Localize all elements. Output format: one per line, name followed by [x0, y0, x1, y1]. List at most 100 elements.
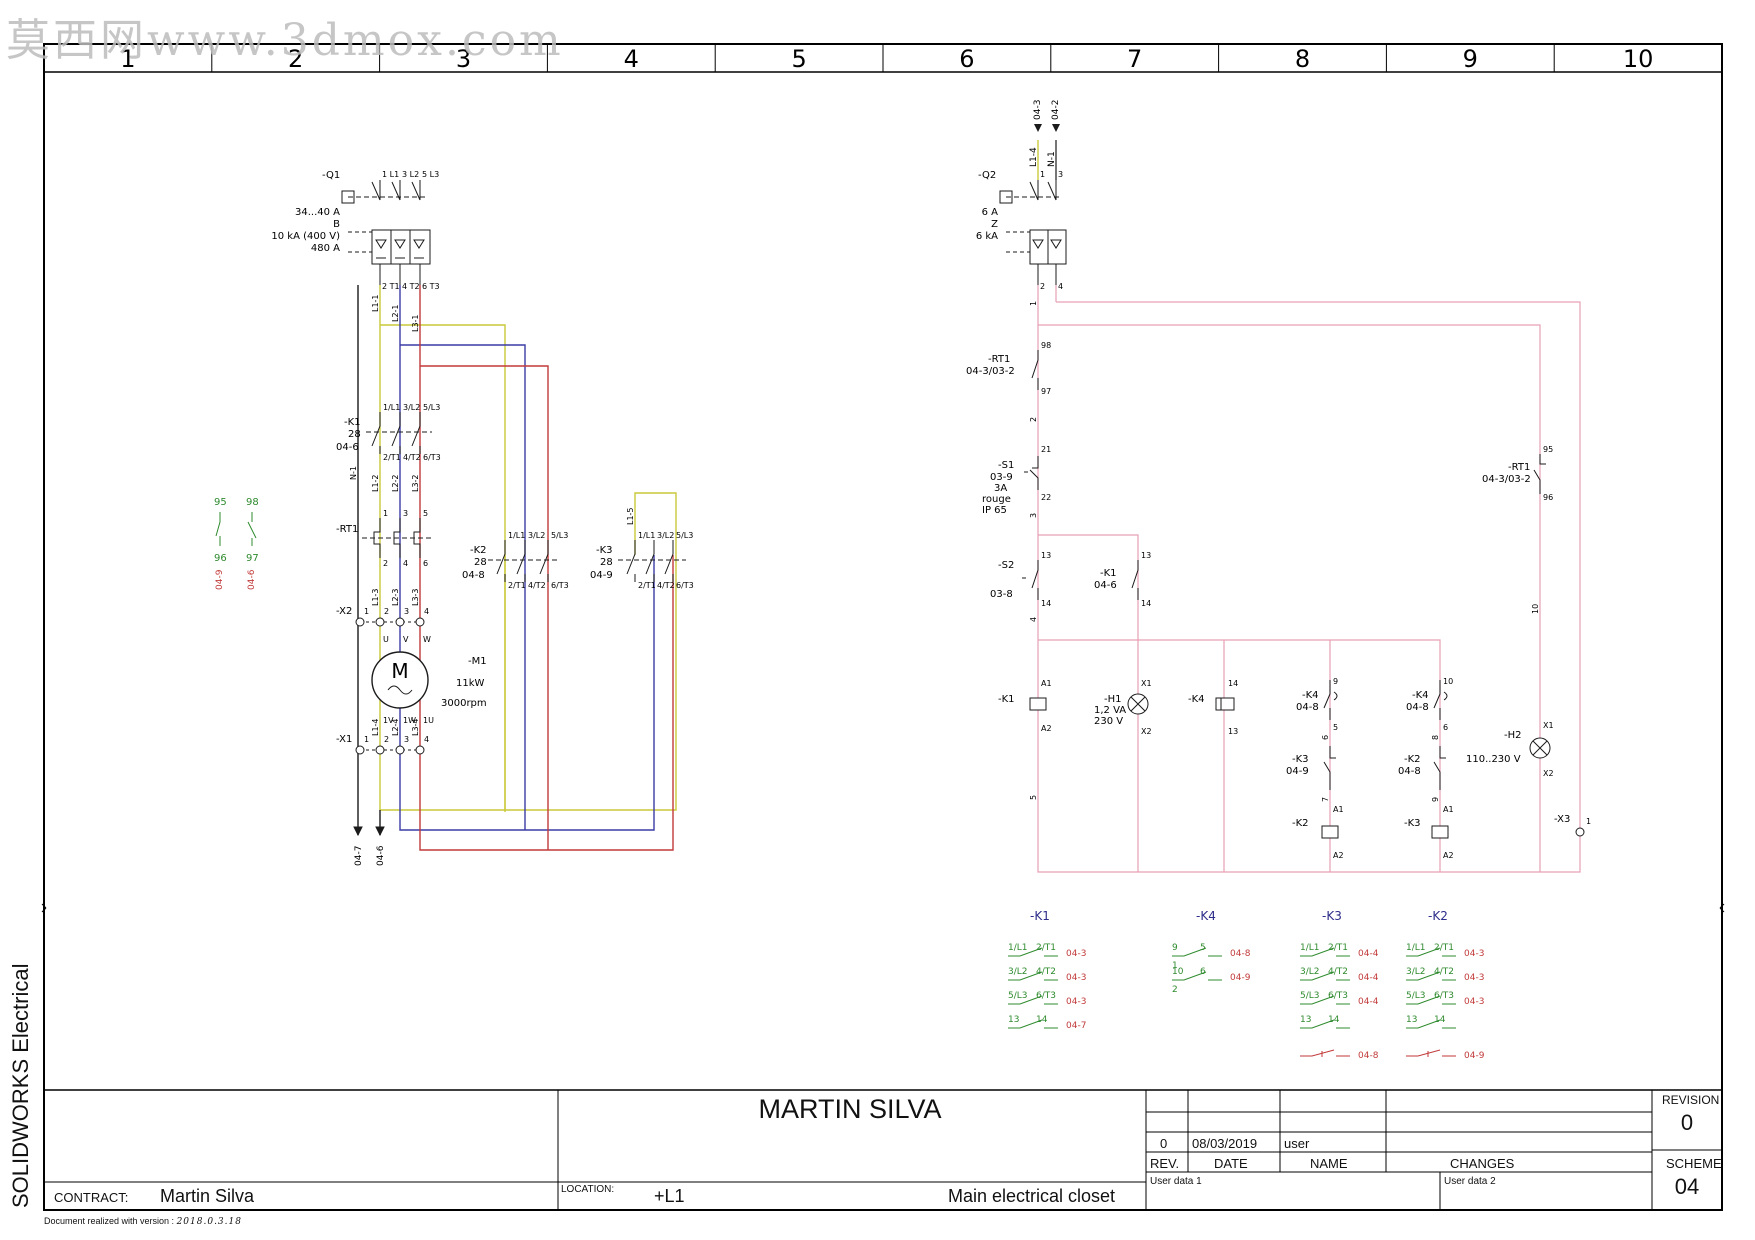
- xref-contact-terminal: 2/T1: [1036, 943, 1056, 953]
- S2-ref: 03-8: [990, 589, 1013, 600]
- emergency-stop-S1: [1024, 456, 1039, 490]
- H1-terminal: X2: [1141, 727, 1152, 736]
- K2-tag: -K2: [470, 545, 487, 556]
- K1-top-terminal: 5/L3: [423, 403, 440, 412]
- Q2-terminal: 3: [1058, 170, 1063, 179]
- xref-page-ref: 04-3: [1464, 973, 1484, 983]
- K1c-terminal: 13: [1141, 551, 1151, 560]
- Q1-spec-1: 34...40 A: [295, 207, 340, 218]
- H2-tag: -H2: [1504, 730, 1522, 741]
- wire-label: L1-2: [371, 474, 380, 492]
- K2-bottom-terminal: 2/T1: [508, 581, 526, 590]
- M1-top-terminal: V: [403, 635, 409, 644]
- wire-number: 8: [1431, 735, 1440, 740]
- control-top-wire: N-1: [1047, 151, 1057, 167]
- contract-label: CONTRACT:: [54, 1190, 129, 1205]
- K3-tag: -K3: [596, 545, 613, 556]
- X1-num: 2: [384, 735, 389, 744]
- xref-contact-terminal: 5/L3: [1406, 991, 1426, 1001]
- S1-terminal: 22: [1041, 493, 1051, 502]
- K2c-ref: 04-8: [1398, 766, 1421, 777]
- M1-top-terminal: U: [383, 635, 389, 644]
- xref-contact-terminal: 3/L2: [1300, 967, 1320, 977]
- xref-K4-tag: -K4: [1196, 909, 1216, 923]
- wire-label: L2-1: [391, 304, 400, 322]
- Q1-spec-3: 10 kA (400 V): [271, 231, 340, 242]
- title-block: [44, 1089, 1722, 1210]
- M1-speed: 3000rpm: [441, 698, 487, 709]
- S1-terminal: 21: [1041, 445, 1051, 454]
- xref-contact-terminal: 2: [1172, 985, 1178, 995]
- K1coil-terminal: A2: [1041, 724, 1052, 733]
- version-value: 2018.0.3.18: [176, 1217, 242, 1227]
- wire-number: 6: [1321, 735, 1330, 740]
- Q1-top-terminal: 3 L2: [402, 170, 419, 179]
- M1-bottom-terminal: 1V: [383, 716, 394, 725]
- K1c-terminal: 14: [1141, 599, 1151, 608]
- xref-contact-terminal: 13: [1406, 1015, 1417, 1025]
- grid-column-label: 10: [1623, 45, 1654, 73]
- header-date: DATE: [1214, 1156, 1248, 1171]
- K2coil-terminal: A1: [1333, 805, 1344, 814]
- K4a-tag: -K4: [1302, 690, 1319, 701]
- K4-timer-coil: [1215, 697, 1235, 711]
- K1-num: 28: [348, 429, 361, 440]
- header-changes: CHANGES: [1450, 1156, 1515, 1171]
- scheme-label: SCHEME: [1666, 1156, 1722, 1171]
- xref-contact-terminal: 14: [1036, 1015, 1048, 1025]
- K1-top-terminal: 3/L2: [403, 403, 420, 412]
- RT1b-ref: 04-3/03-2: [1482, 474, 1531, 485]
- watermark: 莫西网www.3dmox.com: [6, 15, 564, 66]
- Q2-terminal: 1: [1040, 170, 1045, 179]
- control-top-ref: 04-2: [1051, 100, 1061, 120]
- lamp-H1: [1127, 693, 1149, 715]
- X2-num: 3: [404, 607, 409, 616]
- version-note: Document realized with version : 2018.0.…: [44, 1216, 242, 1227]
- contactor-K1: [366, 412, 432, 454]
- xref-contact-terminal: 3/L2: [1008, 967, 1028, 977]
- breaker-Q2: [999, 180, 1067, 285]
- xref-page-ref: 04-3: [1464, 949, 1484, 959]
- K3coil-terminal: A1: [1443, 805, 1454, 814]
- xref-contact-terminal: 4/T2: [1328, 967, 1348, 977]
- K4b-terminal: 6: [1443, 723, 1448, 732]
- X2-num: 1: [364, 607, 369, 616]
- xref-nc-contact-symbol: [1406, 1049, 1456, 1057]
- motor-M1: [371, 651, 429, 709]
- overload-RT1: [362, 518, 432, 558]
- grid-column-label: 6: [959, 45, 974, 73]
- xref-page-ref: 04-4: [1358, 973, 1379, 983]
- xref-K2-tag: -K2: [1428, 909, 1448, 923]
- xref-contact-symbol: [1172, 971, 1222, 981]
- grid-column-label: 5: [791, 45, 806, 73]
- xref-page-ref: 04-9: [1230, 973, 1251, 983]
- xref-contact-terminal: 6/T3: [1036, 991, 1056, 1001]
- wire-number: 9: [1431, 797, 1440, 802]
- K4a-timed-contact: [1323, 680, 1338, 720]
- wire-number: 10: [1531, 604, 1540, 614]
- wire-label: L1-3: [371, 588, 380, 606]
- neutral-label: N-1: [349, 466, 358, 480]
- contactor-K2: [488, 540, 560, 582]
- wire-label: L3-4: [411, 718, 420, 736]
- Q1-top-terminal: 5 L3: [422, 170, 439, 179]
- header-name: NAME: [1310, 1156, 1348, 1171]
- K3-bottom-terminal: 4/T2: [657, 581, 675, 590]
- wire-label: L3-2: [411, 474, 420, 492]
- Q1-top-terminal: 1 L1: [382, 170, 399, 179]
- left-center-mark: [41, 903, 47, 913]
- xref-contact-symbol: [1008, 1019, 1058, 1029]
- S1-line: IP 65: [982, 505, 1007, 516]
- X1-num: 4: [424, 735, 429, 744]
- terminal-strip-X2: [355, 617, 425, 627]
- xref-contact-terminal: 1: [1172, 961, 1178, 971]
- H1-tag: -H1: [1104, 694, 1122, 705]
- control-circuit: 04-3 04-2 L1-4 N-1 -Q2 6 A Z 6 kA 1 3: [966, 100, 1591, 873]
- xref-contact-symbol: [1300, 947, 1350, 957]
- xref-contact-terminal: 4/T2: [1036, 967, 1056, 977]
- RT1c-ref: 04-3/03-2: [966, 366, 1015, 377]
- K3-top-terminal: 1/L1: [638, 531, 655, 540]
- X3-num: 1: [1586, 817, 1591, 826]
- control-top-ref: 04-3: [1033, 100, 1043, 120]
- K1c-tag: -K1: [1100, 568, 1117, 579]
